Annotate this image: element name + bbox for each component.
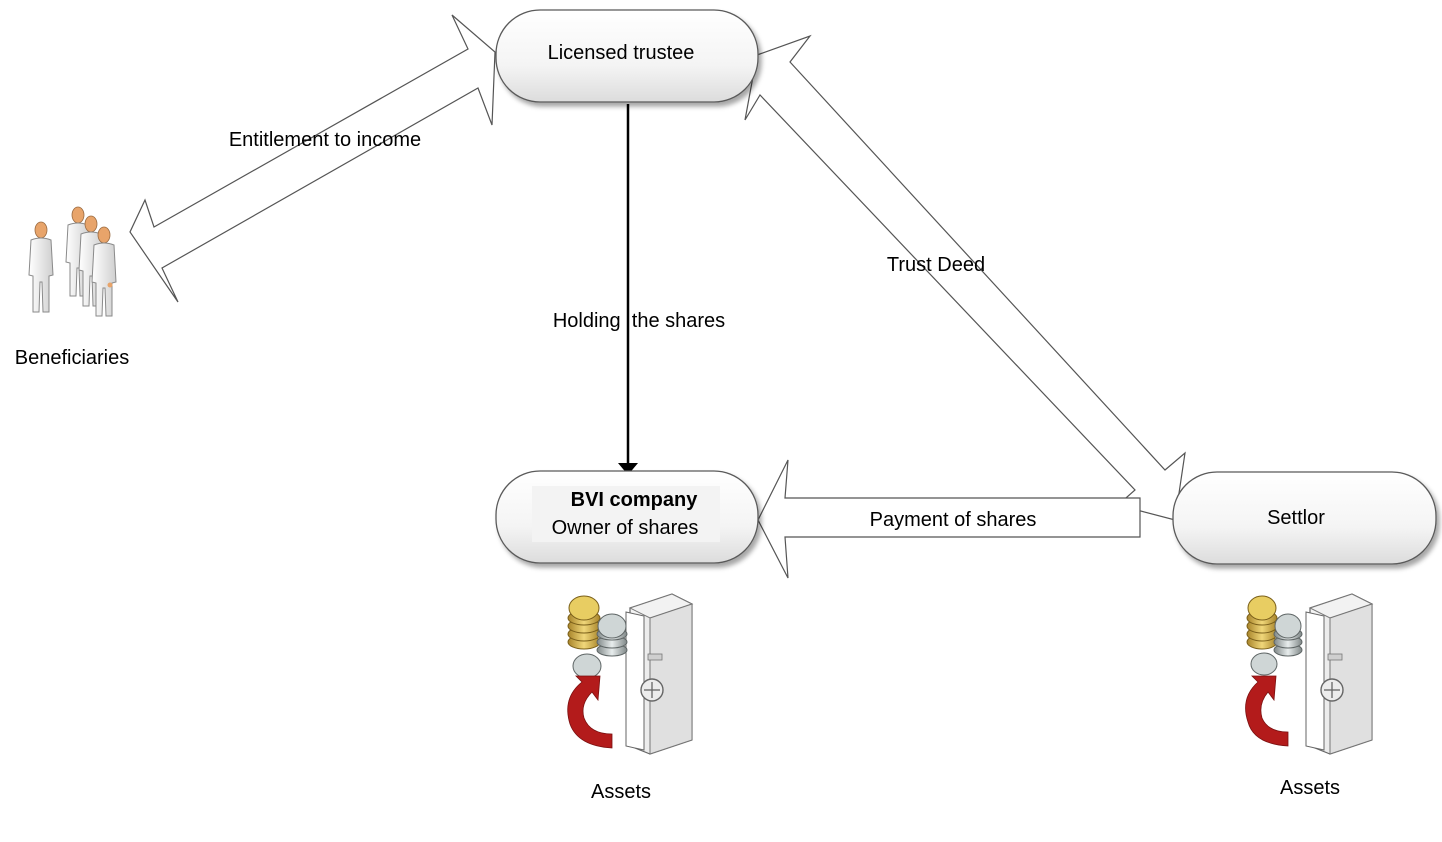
entitlement-arrow xyxy=(129,14,496,303)
settlor-assets-label: Assets xyxy=(1280,777,1340,799)
trustee-label: Licensed trustee xyxy=(548,42,695,64)
safe-coins-icon xyxy=(1245,593,1374,755)
silver-coins-icon xyxy=(1250,613,1303,676)
silver-coins-icon xyxy=(572,613,628,679)
red-arrow-icon xyxy=(1245,675,1289,747)
red-arrow-icon xyxy=(567,675,613,749)
people-group-icon xyxy=(28,206,117,317)
payment-arrow xyxy=(757,459,1141,579)
beneficiaries-label: Beneficiaries xyxy=(15,347,130,369)
holding-label: Holding the shares xyxy=(553,310,725,332)
trust-deed-arrow xyxy=(744,34,1186,521)
bvi-company-node: BVI company Owner of shares xyxy=(495,470,759,564)
company-subtitle: Owner of shares xyxy=(552,517,699,539)
person-icon xyxy=(91,226,117,317)
company-title: BVI company xyxy=(571,489,699,511)
settlor-node: Settlor xyxy=(1172,471,1437,565)
entitlement-label: Entitlement to income xyxy=(229,129,421,151)
person-icon xyxy=(28,221,54,313)
gold-coins-icon xyxy=(567,595,601,650)
settlor-label: Settlor xyxy=(1267,507,1325,529)
safe-coins-icon xyxy=(567,593,694,755)
holding-arrowhead xyxy=(618,463,638,475)
gold-coins-icon xyxy=(1246,595,1278,650)
payment-label: Payment of shares xyxy=(870,509,1037,531)
trust-deed-label: Trust Deed xyxy=(887,254,985,276)
company-assets-label: Assets xyxy=(591,781,651,803)
licensed-trustee-node: Licensed trustee xyxy=(495,9,759,103)
